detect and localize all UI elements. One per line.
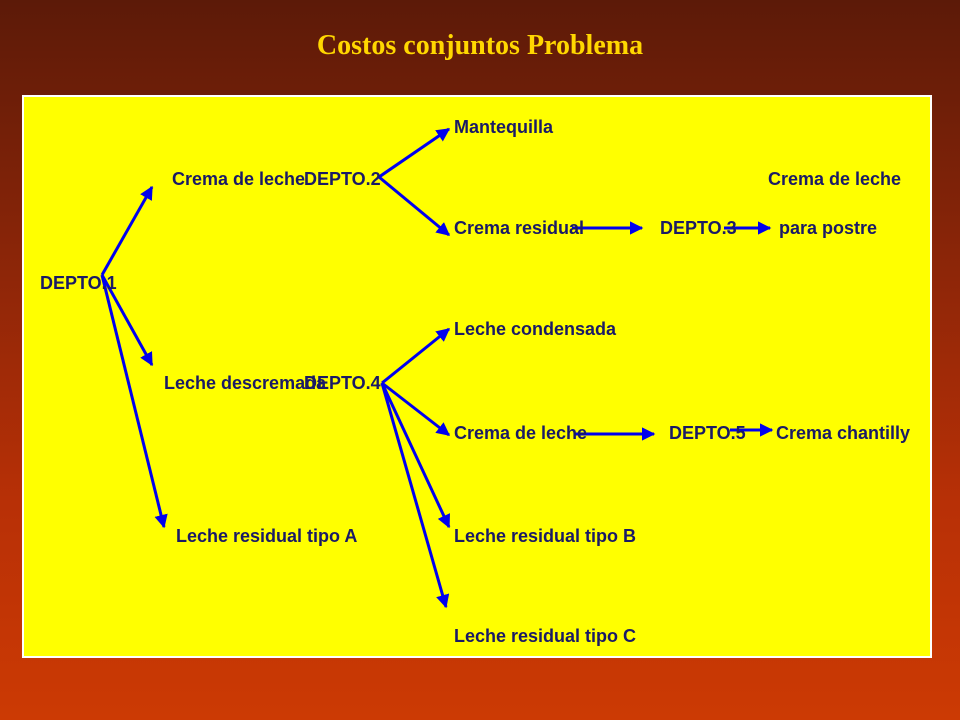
node-crema-de-leche-top: Crema de leche bbox=[768, 169, 901, 189]
node-crema-residual: Crema residual bbox=[454, 218, 584, 238]
arrow-depto4-to-leche-residual-b bbox=[380, 382, 451, 529]
node-depto1: DEPTO.1 bbox=[40, 273, 117, 293]
arrow-depto1-to-crema-de-leche bbox=[100, 185, 154, 276]
node-crema-chantilly: Crema chantilly bbox=[776, 423, 910, 443]
node-mantequilla: Mantequilla bbox=[454, 117, 554, 137]
arrow-depto2-to-crema-residual bbox=[378, 175, 451, 237]
node-crema-de-leche-1: Crema de leche bbox=[172, 169, 305, 189]
arrow-depto1-to-leche-residual-a bbox=[100, 274, 168, 529]
node-depto3: DEPTO.3 bbox=[660, 218, 737, 238]
node-para-postre: para postre bbox=[779, 218, 877, 238]
arrow-depto1-to-leche-descremada bbox=[100, 274, 154, 367]
node-crema-de-leche-2: Crema de leche bbox=[454, 423, 587, 443]
node-leche-descremada: Leche descremada bbox=[164, 373, 327, 393]
arrow-depto4-to-leche-residual-c bbox=[380, 382, 450, 609]
flow-diagram: DEPTO.1 Crema de leche DEPTO.2 Mantequil… bbox=[40, 117, 910, 646]
diagram-panel: DEPTO.1 Crema de leche DEPTO.2 Mantequil… bbox=[22, 95, 932, 658]
node-leche-residual-a: Leche residual tipo A bbox=[176, 526, 357, 546]
node-leche-condensada: Leche condensada bbox=[454, 319, 617, 339]
arrow-depto2-to-mantequilla bbox=[378, 127, 451, 179]
arrow-depto4-to-leche-condensada bbox=[381, 327, 451, 385]
node-depto2: DEPTO.2 bbox=[304, 169, 381, 189]
node-depto5: DEPTO.5 bbox=[669, 423, 746, 443]
arrow-depto4-to-crema-de-leche bbox=[381, 381, 451, 437]
page-title: Costos conjuntos Problema bbox=[316, 30, 644, 61]
node-depto4: DEPTO.4 bbox=[304, 373, 381, 393]
node-leche-residual-c: Leche residual tipo C bbox=[454, 626, 636, 646]
node-leche-residual-b: Leche residual tipo B bbox=[454, 526, 636, 546]
